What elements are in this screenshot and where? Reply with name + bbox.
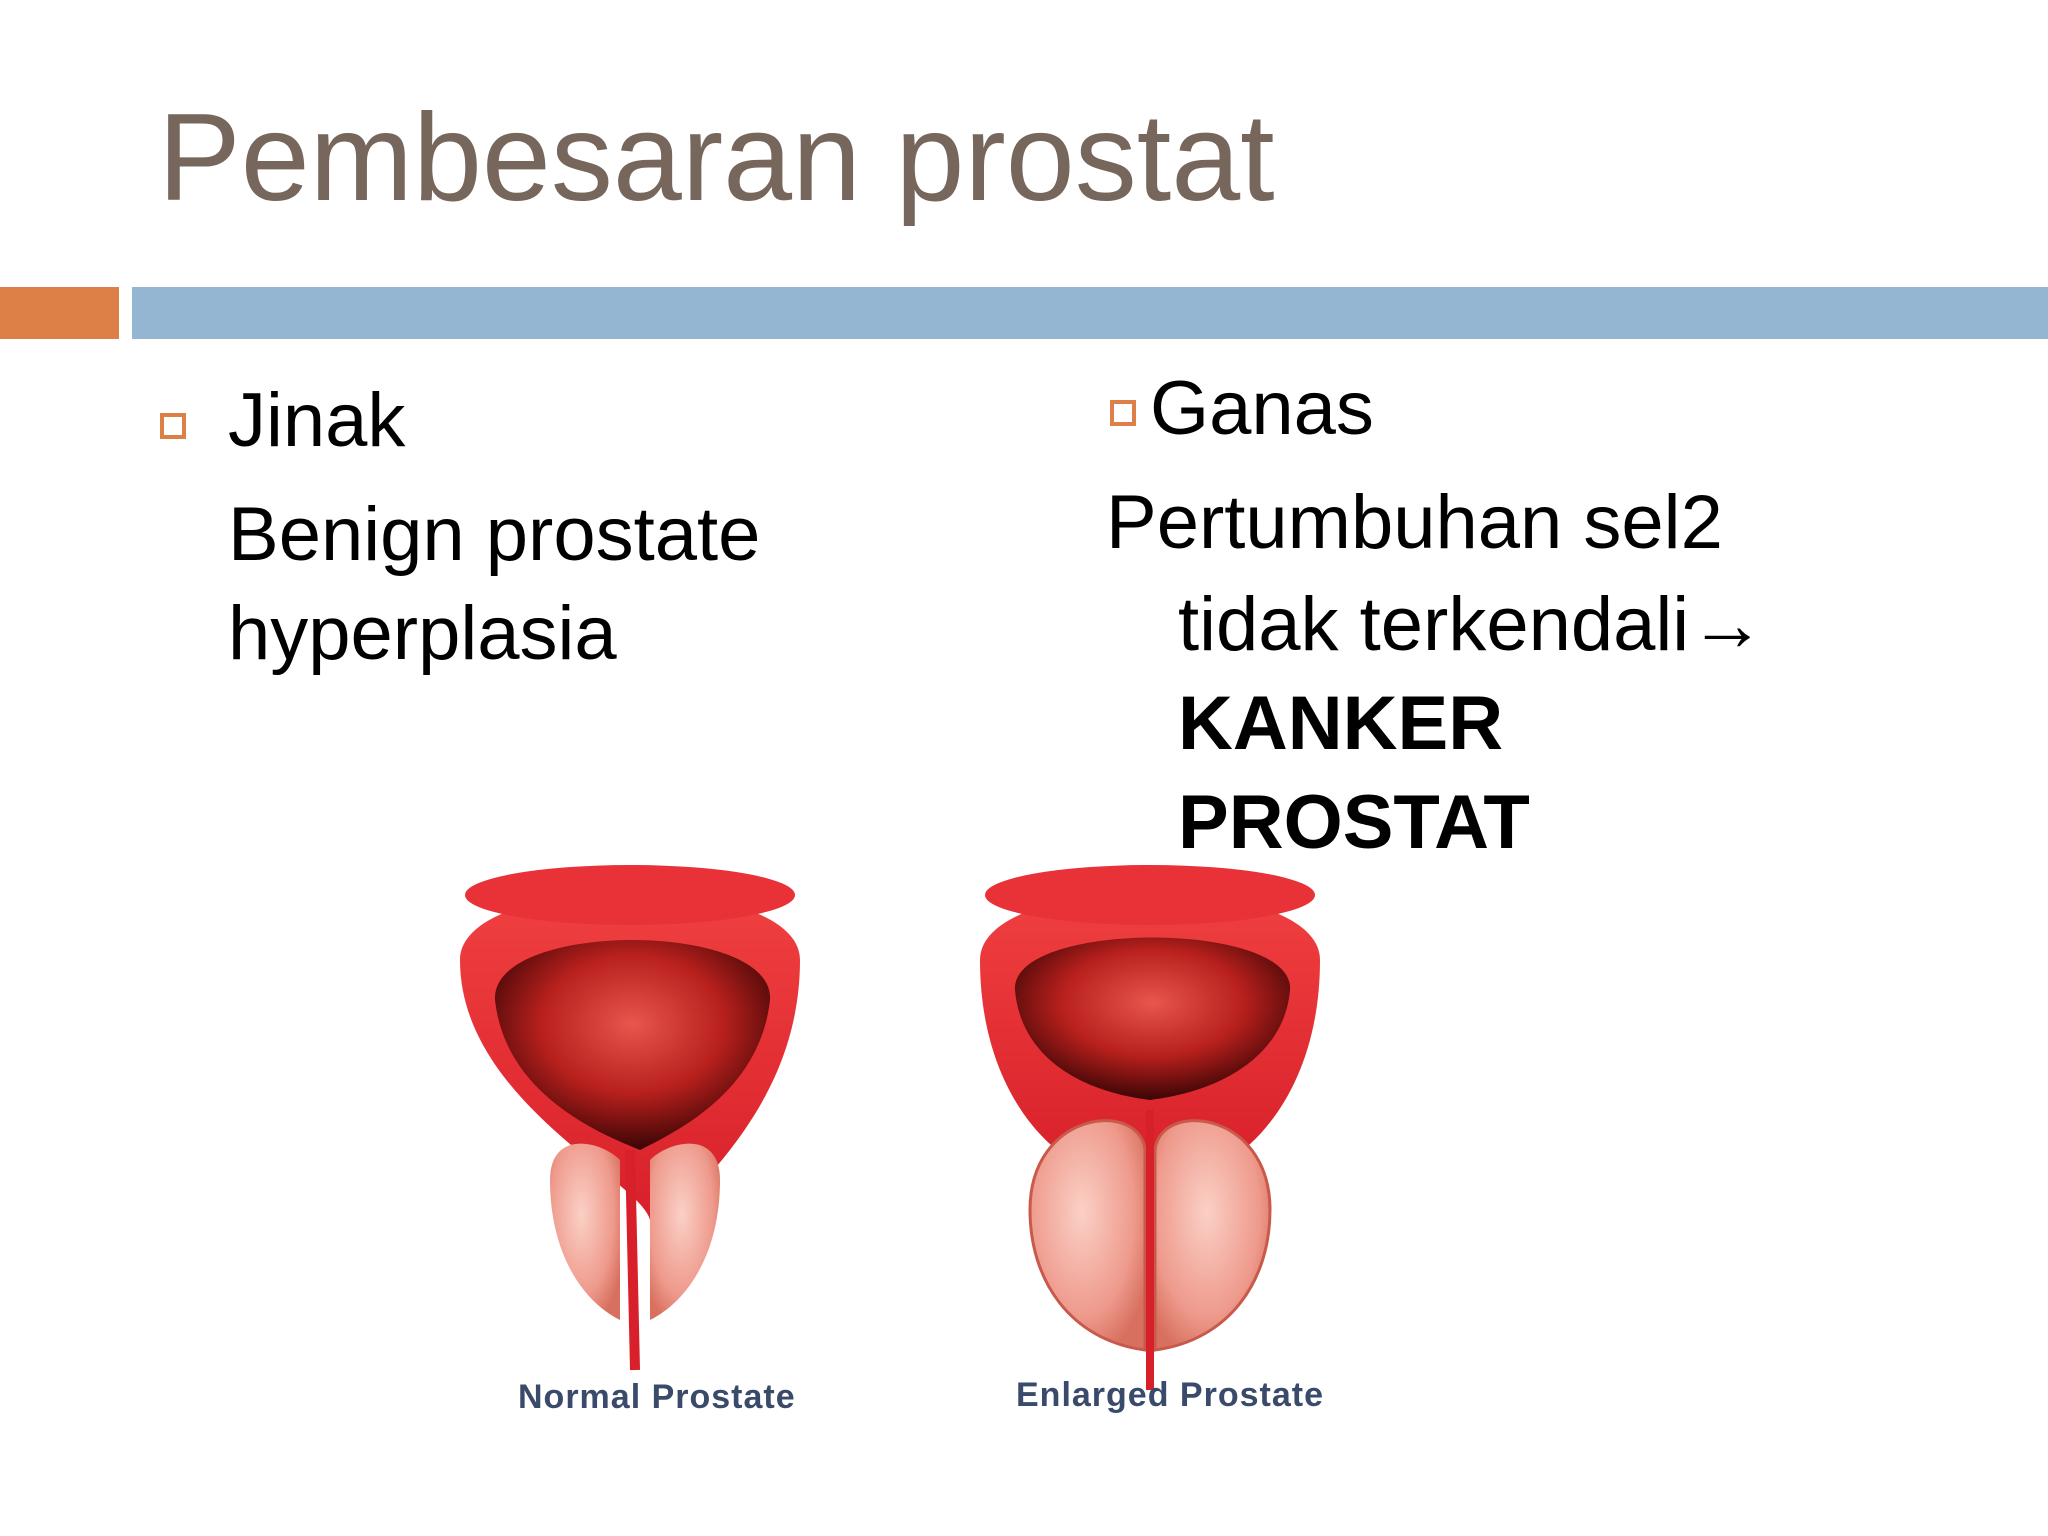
- right-body-line2: tidak terkendali→: [1178, 576, 1765, 675]
- normal-prostate-drawing: [460, 865, 800, 1371]
- slide-title: Pembesaran prostat: [158, 89, 1275, 227]
- hollow-square-bullet-icon: [1110, 400, 1136, 426]
- prostate-illustration: [460, 865, 1320, 1390]
- title-accent-bar-blue: [132, 287, 2048, 339]
- enlarged-prostate-caption: Enlarged Prostate: [1016, 1376, 1324, 1414]
- left-body-line1: Benign prostate: [228, 492, 761, 577]
- right-arrow-icon: →: [1689, 582, 1766, 667]
- right-body-line2-text: tidak terkendali: [1178, 582, 1690, 667]
- left-body-line2: hyperplasia: [228, 591, 617, 676]
- title-accent-bar-orange: [0, 287, 119, 339]
- normal-prostate-caption: Normal Prostate: [518, 1378, 796, 1416]
- enlarged-prostate-drawing: [980, 865, 1320, 1390]
- hollow-square-bullet-icon: [160, 413, 186, 439]
- right-heading: Ganas: [1150, 366, 1374, 451]
- right-body-line1: Pertumbuhan sel2: [1106, 480, 1723, 565]
- emphasis-line1: KANKER: [1178, 681, 1504, 766]
- emphasis-line2: PROSTAT: [1178, 780, 1530, 865]
- left-heading: Jinak: [228, 378, 406, 463]
